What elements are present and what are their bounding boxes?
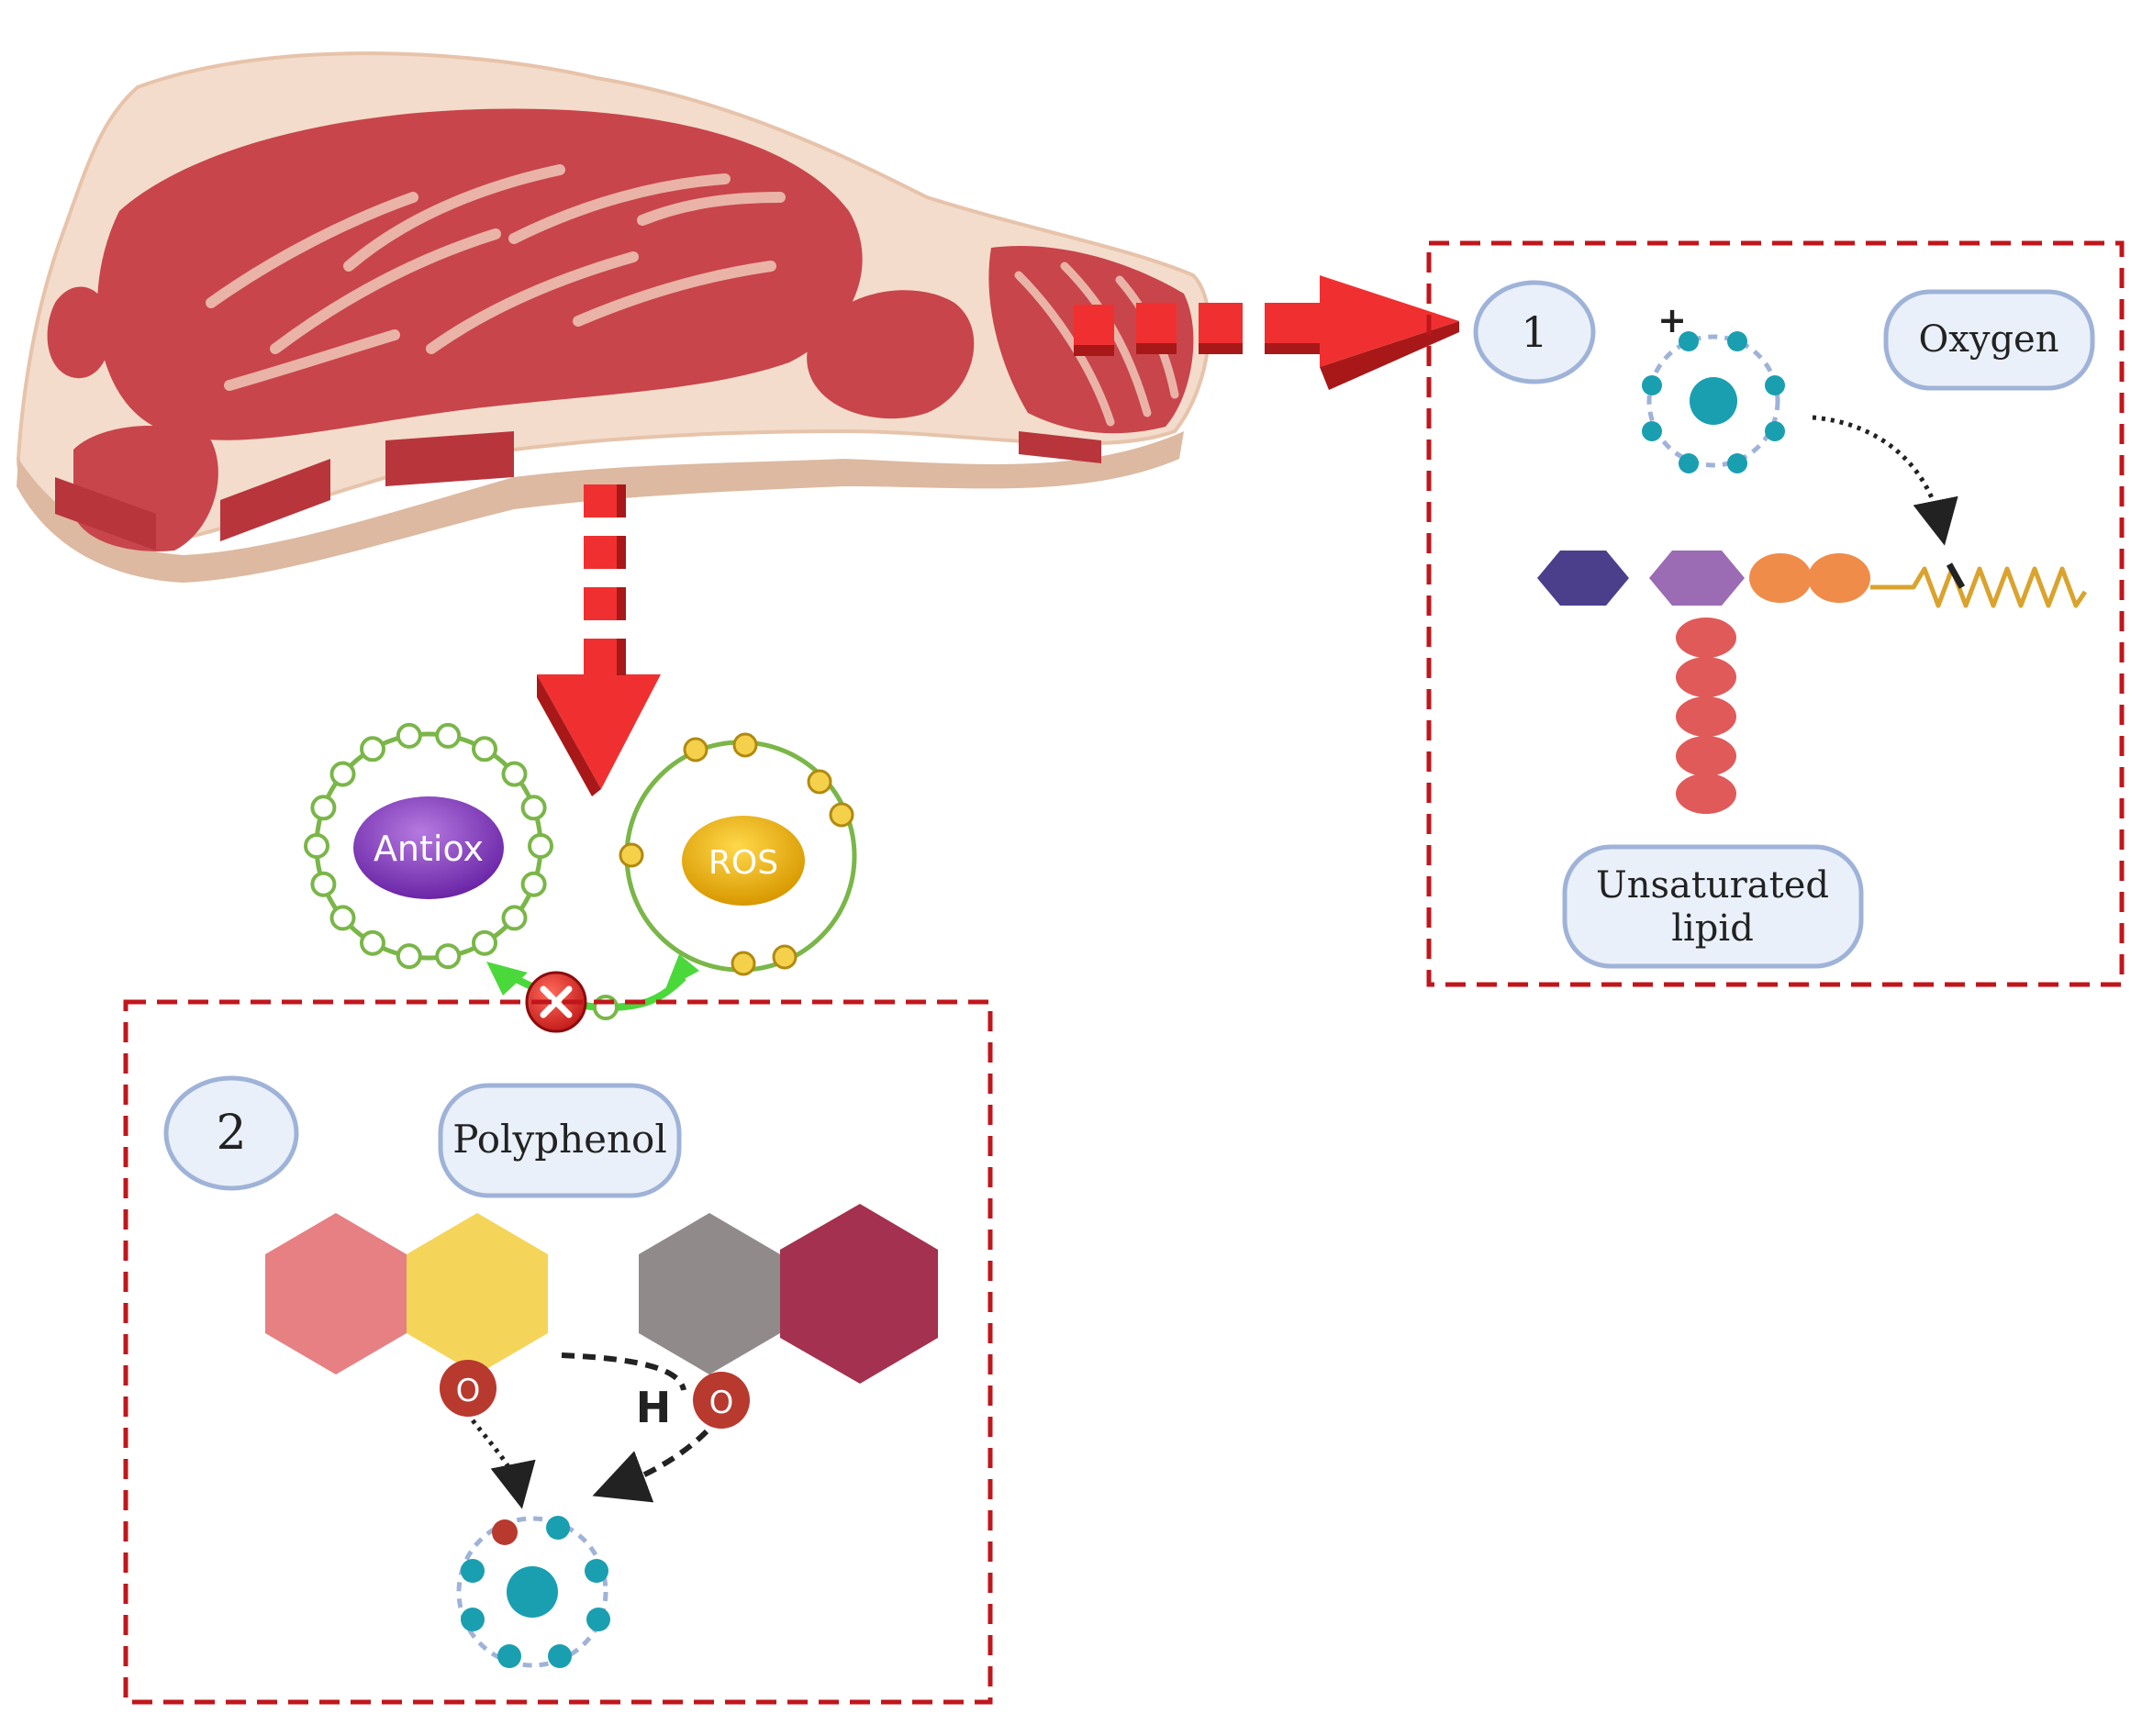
- antioxidant-ring-bead: [310, 795, 337, 821]
- polyphenol-label: Polyphenol: [452, 1117, 667, 1162]
- unsaturated-lipid-structure: [1537, 551, 2088, 814]
- polyphenol-ring-structure: [265, 1204, 938, 1384]
- antioxidant-ring-bead: [520, 871, 547, 897]
- blocked-transfer-arrow: [486, 954, 699, 1033]
- hydrogen-label: H: [636, 1383, 672, 1432]
- antioxidant-ring-bead: [435, 943, 462, 970]
- antioxidant-ring-bead: [472, 929, 497, 956]
- red-arrow-to-antioxidant: [537, 484, 661, 796]
- lipid-label-line-1: Unsaturated: [1596, 864, 1829, 907]
- oxygen-label-pill: Oxygen: [1883, 289, 2095, 391]
- polyphenol-label-pill: Polyphenol: [438, 1083, 682, 1198]
- meat-slice-illustration: [16, 51, 1211, 583]
- oxygen-atom-right: O: [693, 1372, 750, 1429]
- oxygen-radical-icon: +: [1642, 300, 1785, 473]
- panel-1-number-badge: 1: [1473, 280, 1596, 384]
- antioxidant-ring-bead: [396, 722, 422, 749]
- oxygen-label: Oxygen: [1919, 318, 2059, 361]
- antioxidant-ring-bead: [310, 871, 337, 897]
- panel-1-lipid-oxidation: 1 Oxygen +: [1426, 240, 2125, 987]
- svg-text:O: O: [456, 1373, 481, 1409]
- antioxidant-ring-bead: [520, 795, 547, 821]
- antioxidant-ring-bead: [304, 833, 329, 859]
- antioxidant-ring-bead: [501, 761, 528, 787]
- antiox-label: Antiox: [374, 829, 484, 869]
- antioxidant-ring-bead: [472, 736, 497, 762]
- red-arrow-to-oxidation: [1074, 275, 1459, 390]
- antioxidant-ring-bead: [360, 929, 385, 956]
- ros-molecule: ROS: [619, 732, 857, 976]
- antioxidant-ring-bead: [329, 761, 356, 787]
- panel-1-frame: [1426, 240, 2125, 987]
- oxidation-attack-arrow: [1812, 415, 1958, 546]
- antioxidant-molecule: Antiox: [304, 722, 553, 970]
- antioxidant-ring-bead: [396, 943, 422, 970]
- antioxidant-ring-bead: [435, 722, 462, 749]
- svg-text:O: O: [709, 1385, 734, 1421]
- hydrogen-bond-dash: [561, 1352, 686, 1391]
- panel-2-frame: [123, 999, 993, 1705]
- antioxidant-ring-bead: [501, 905, 528, 931]
- lipid-label-line-2: lipid: [1671, 907, 1754, 950]
- panel-2-polyphenol-scavenging: 2 Polyphenol O O H: [123, 999, 993, 1705]
- charge-symbol: +: [1657, 300, 1687, 340]
- panel-2-number-badge: 2: [163, 1075, 299, 1191]
- hydrogen-donation-arrow-right: [592, 1429, 709, 1503]
- electron-donation-arrow-left: [471, 1419, 536, 1509]
- ros-label: ROS: [708, 844, 778, 882]
- unsaturated-lipid-label-pill: Unsaturated lipid: [1562, 844, 1864, 969]
- blocked-x-icon: [525, 971, 587, 1033]
- panel-1-number: 1: [1521, 307, 1547, 357]
- antioxidant-ring-bead: [329, 905, 356, 931]
- panel-2-number: 2: [216, 1106, 246, 1161]
- antioxidant-ring-bead: [360, 736, 385, 762]
- oxygen-atom-left: O: [440, 1360, 496, 1417]
- neutralized-radical-icon: [456, 1516, 610, 1668]
- antioxidant-ring-bead: [528, 833, 553, 859]
